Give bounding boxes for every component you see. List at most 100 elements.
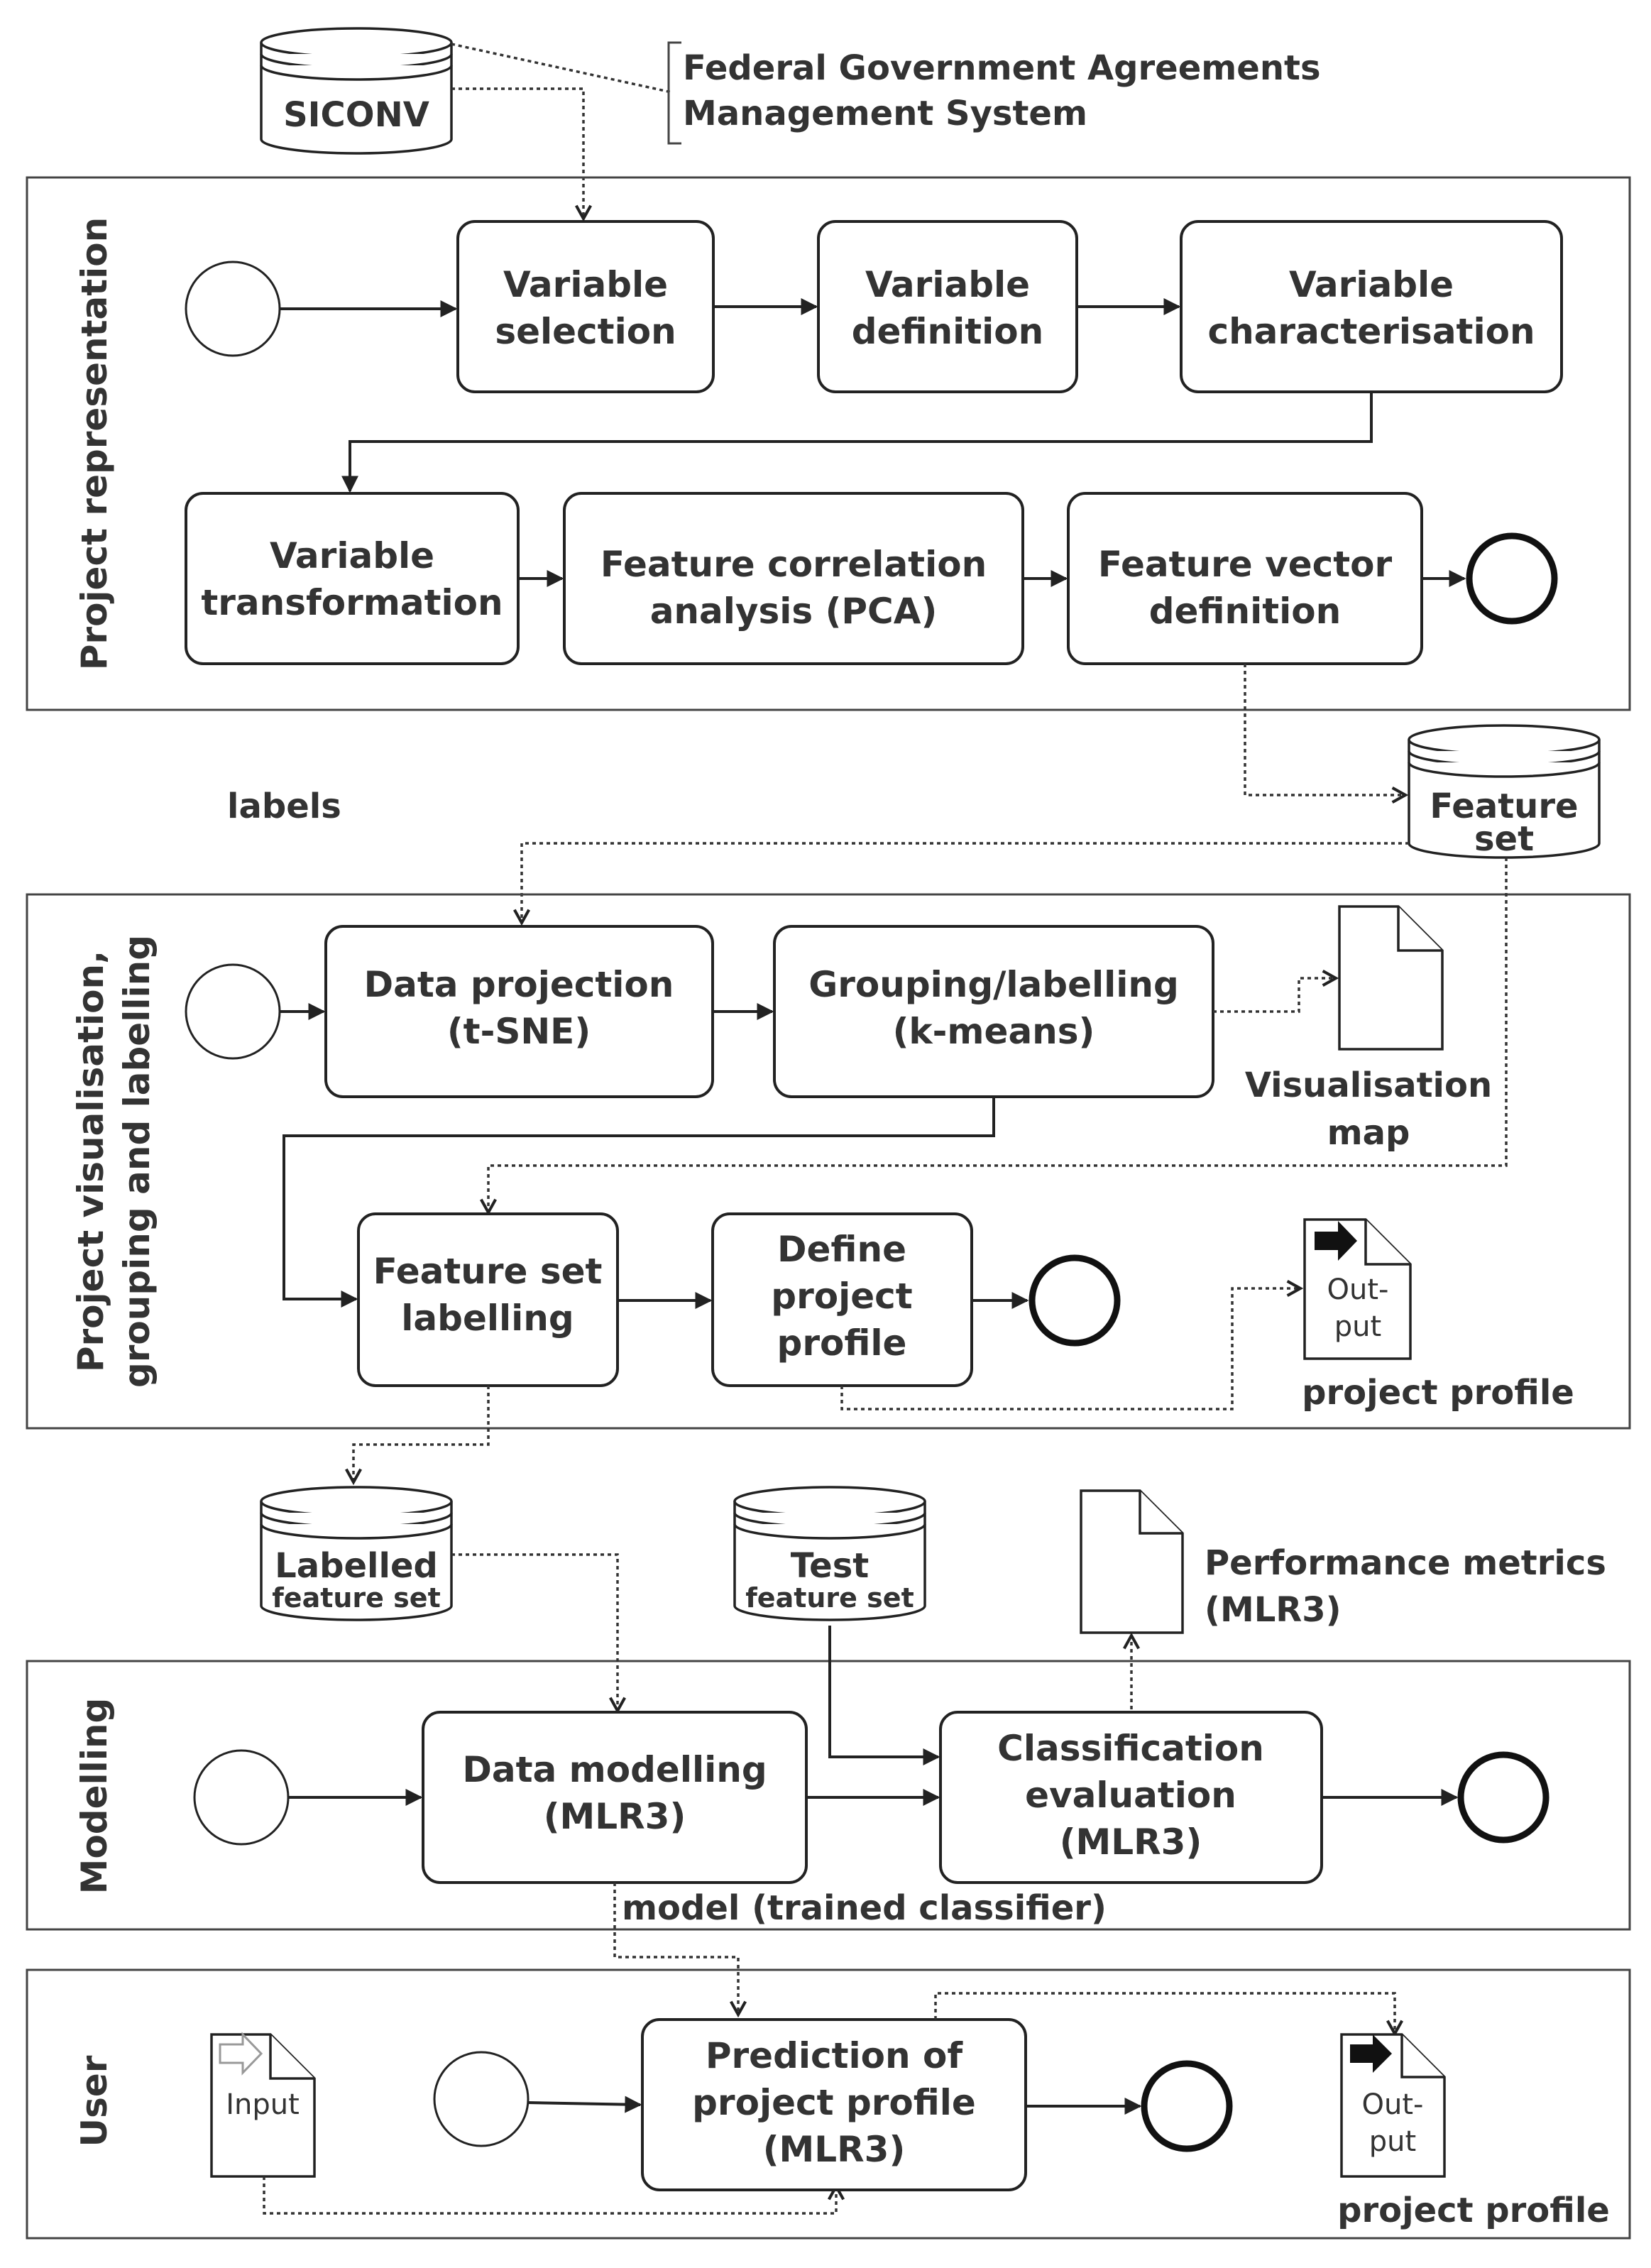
output-doc-line-2: put [1334, 1310, 1381, 1343]
output-user-arrow-icon [1350, 2034, 1392, 2073]
task-define-profile-line-1: Define [777, 1229, 906, 1270]
task-variable-transformation-line-1: Variable [270, 535, 434, 576]
visualisation-map-document [1338, 905, 1444, 1051]
task-define-profile-line-2: project [771, 1276, 912, 1317]
task-variable-definition [817, 220, 1078, 393]
task-grouping-labelling-line-1: Grouping/labelling [808, 964, 1179, 1005]
siconv-note-line-2: Management System [683, 94, 1087, 133]
project-profile-label-2: project profile [1337, 2191, 1610, 2230]
lane-label-modelling: Modelling [74, 1698, 115, 1895]
task-grouping-labelling-line-2: (k-means) [893, 1011, 1095, 1052]
labels-annotation: labels [227, 787, 341, 826]
end-event-modelling [1457, 1751, 1549, 1844]
task-variable-selection-line-2: selection [495, 311, 676, 352]
start-event-visualisation [185, 963, 281, 1060]
siconv-note-line-1: Federal Government Agreements [683, 48, 1321, 88]
lane-user [26, 1968, 1631, 2240]
output-arrow-icon [1315, 1221, 1357, 1261]
feature-set-line-2: set [1474, 819, 1534, 859]
task-feature-set-labelling-line-2: labelling [401, 1298, 574, 1339]
feature-set-to-projection [522, 842, 1409, 923]
test-store-line-2: feature set [745, 1582, 914, 1614]
flow-grouping-to-feature-labelling [283, 1097, 995, 1308]
output-document-profile [1303, 1218, 1412, 1360]
task-feature-correlation-line-1: Feature correlation [600, 544, 987, 585]
task-prediction-line-1: Prediction of [706, 2035, 964, 2076]
input-to-prediction [263, 2176, 836, 2215]
input-arrow-icon [219, 2032, 263, 2076]
vector-to-feature-set [1244, 664, 1405, 795]
labelling-to-labelled-store [353, 1386, 490, 1482]
siconv-annotation-link [451, 43, 672, 94]
task-feature-correlation-line-2: analysis (PCA) [650, 591, 938, 632]
lane-label-visualisation-2: grouping and labelling [116, 935, 158, 1388]
task-variable-characterisation [1180, 220, 1563, 393]
end-event-representation [1466, 532, 1558, 625]
task-feature-vector-line-1: Feature vector [1098, 544, 1393, 585]
output-user-line-2: put [1369, 2125, 1416, 2158]
lane-project-visualisation [26, 893, 1631, 1430]
flow-start-to-prediction [527, 2096, 642, 2113]
task-variable-definition-line-1: Variable [865, 264, 1030, 305]
model-annotation: model (trained classifier) [622, 1888, 1107, 1928]
task-data-modelling-line-2: (MLR3) [544, 1796, 686, 1837]
feature-set-line-1: Feature [1430, 787, 1578, 826]
task-variable-selection-line-1: Variable [503, 264, 668, 305]
task-define-profile-line-3: profile [777, 1322, 907, 1364]
flow-characterisation-to-transformation [341, 392, 1373, 493]
performance-metrics-document [1080, 1489, 1184, 1634]
siconv-datastore: SICONV [260, 27, 453, 155]
task-variable-selection [456, 220, 715, 393]
feature-set-datastore: Feature set [1408, 724, 1601, 859]
task-prediction-line-2: project profile [692, 2082, 976, 2123]
task-variable-transformation-line-2: transformation [201, 582, 503, 623]
prediction-to-output [934, 1992, 1395, 2034]
task-variable-characterisation-line-2: characterisation [1207, 311, 1535, 352]
start-event-modelling [193, 1749, 290, 1846]
labelled-store-to-modelling [451, 1553, 618, 1711]
visualisation-map-line-1: Visualisation [1245, 1065, 1492, 1105]
end-event-visualisation [1029, 1254, 1121, 1347]
task-variable-definition-line-2: definition [852, 311, 1043, 352]
output-doc-line-1: Out- [1327, 1273, 1389, 1306]
visualisation-map-line-2: map [1327, 1113, 1410, 1153]
output-document-user [1340, 2033, 1446, 2178]
labelled-store-line-2: feature set [272, 1582, 440, 1614]
task-classification-evaluation-line-2: evaluation [1025, 1775, 1236, 1816]
feature-set-to-feature-labelling [488, 858, 1508, 1212]
performance-metrics-line-2: (MLR3) [1205, 1590, 1342, 1630]
task-classification-evaluation-line-3: (MLR3) [1060, 1821, 1202, 1863]
siconv-to-variable-selection [451, 87, 583, 219]
output-user-line-1: Out- [1362, 2088, 1424, 2121]
task-classification-evaluation-line-1: Classification [997, 1728, 1264, 1769]
task-data-projection-line-2: (t-SNE) [447, 1011, 591, 1052]
test-feature-set-datastore: Test feature set [733, 1486, 926, 1621]
task-data-modelling-line-1: Data modelling [462, 1749, 767, 1790]
siconv-label: SICONV [283, 95, 429, 135]
lane-label-visualisation-1: Project visualisation, [70, 951, 111, 1372]
lane-project-representation [26, 176, 1631, 711]
task-variable-transformation [185, 492, 520, 665]
test-store-to-evaluation [828, 1626, 940, 1765]
define-profile-to-output [840, 1288, 1300, 1410]
test-store-line-1: Test [791, 1546, 869, 1586]
task-variable-characterisation-line-1: Variable [1289, 264, 1454, 305]
task-feature-vector-line-2: definition [1149, 591, 1341, 632]
task-prediction-line-3: (MLR3) [763, 2129, 906, 2170]
start-event-user [433, 2051, 530, 2147]
input-doc-label: Input [226, 2088, 300, 2121]
grouping-to-visualisation-map [1213, 978, 1336, 1013]
task-feature-set-labelling-line-1: Feature set [373, 1251, 603, 1292]
end-event-user [1141, 2060, 1233, 2152]
performance-metrics-line-1: Performance metrics [1205, 1543, 1606, 1583]
siconv-annotation-bracket [667, 41, 681, 145]
start-event-representation [185, 261, 281, 357]
labelled-store-line-1: Labelled [275, 1546, 438, 1586]
modelling-to-prediction [613, 1883, 738, 2015]
labelled-feature-set-datastore: Labelled feature set [260, 1486, 453, 1621]
lane-label-representation: Project representation [74, 217, 115, 670]
lane-label-user: User [74, 2055, 115, 2147]
task-data-projection-line-1: Data projection [364, 964, 674, 1005]
input-document [210, 2032, 316, 2178]
